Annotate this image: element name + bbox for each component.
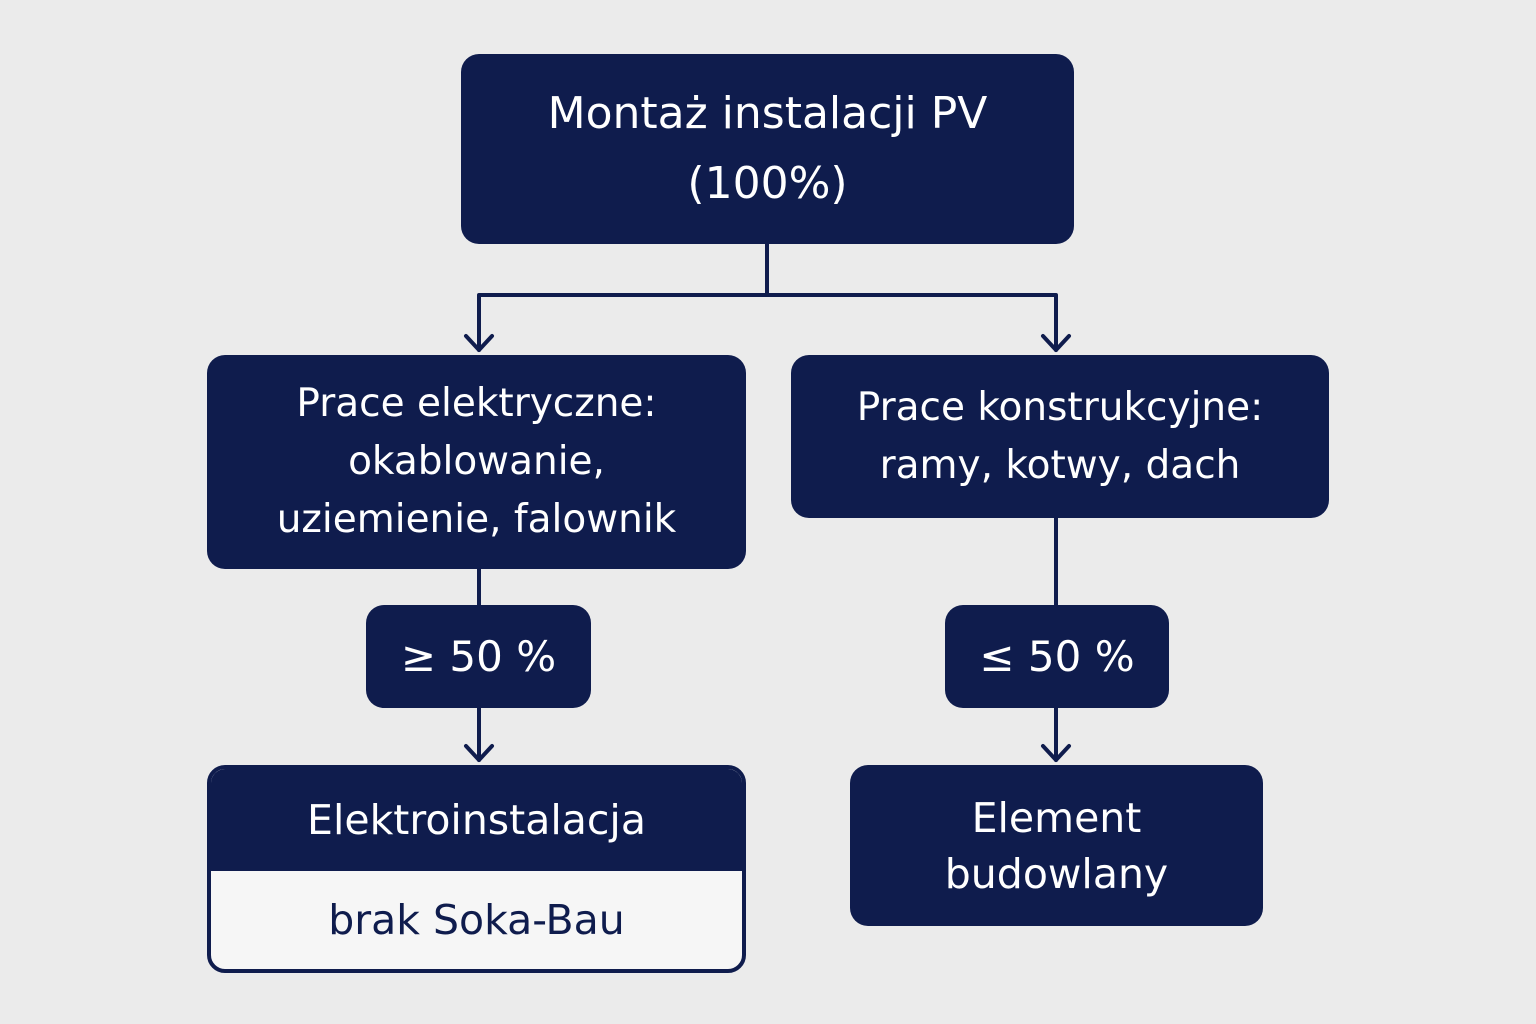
electrical-works-node: Prace elektryczne: okablowanie, uziemien… — [207, 355, 746, 569]
result-electrical-header: Elektroinstalacja — [211, 769, 742, 871]
arrowhead-to-result-electrical — [464, 744, 494, 762]
arrowhead-to-construction — [1041, 334, 1071, 352]
result-electrical-node: Elektroinstalacja brak Soka-Bau — [207, 765, 746, 973]
construction-works-label: Prace konstrukcyjne: ramy, kotwy, dach — [856, 384, 1264, 488]
result-electrical-footer: brak Soka-Bau — [211, 871, 742, 969]
connector-root-split — [477, 242, 1058, 352]
threshold-electrical-node: ≥ 50 % — [366, 605, 591, 708]
root-node-label: Montaż instalacji PV (100%) — [547, 88, 988, 209]
arrowhead-to-electrical — [464, 334, 494, 352]
result-construction-node: Element budowlany — [850, 765, 1263, 926]
arrowhead-to-result-construction — [1041, 744, 1071, 762]
threshold-construction-node: ≤ 50 % — [945, 605, 1169, 708]
electrical-works-label: Prace elektryczne: okablowanie, uziemien… — [276, 381, 677, 542]
result-electrical-note: brak Soka-Bau — [328, 896, 625, 944]
result-electrical-label: Elektroinstalacja — [307, 796, 646, 844]
root-node: Montaż instalacji PV (100%) — [461, 54, 1074, 244]
threshold-construction-label: ≤ 50 % — [979, 632, 1135, 681]
result-construction-label: Element budowlany — [944, 793, 1169, 898]
construction-works-node: Prace konstrukcyjne: ramy, kotwy, dach — [791, 355, 1329, 518]
threshold-electrical-label: ≥ 50 % — [400, 632, 557, 681]
